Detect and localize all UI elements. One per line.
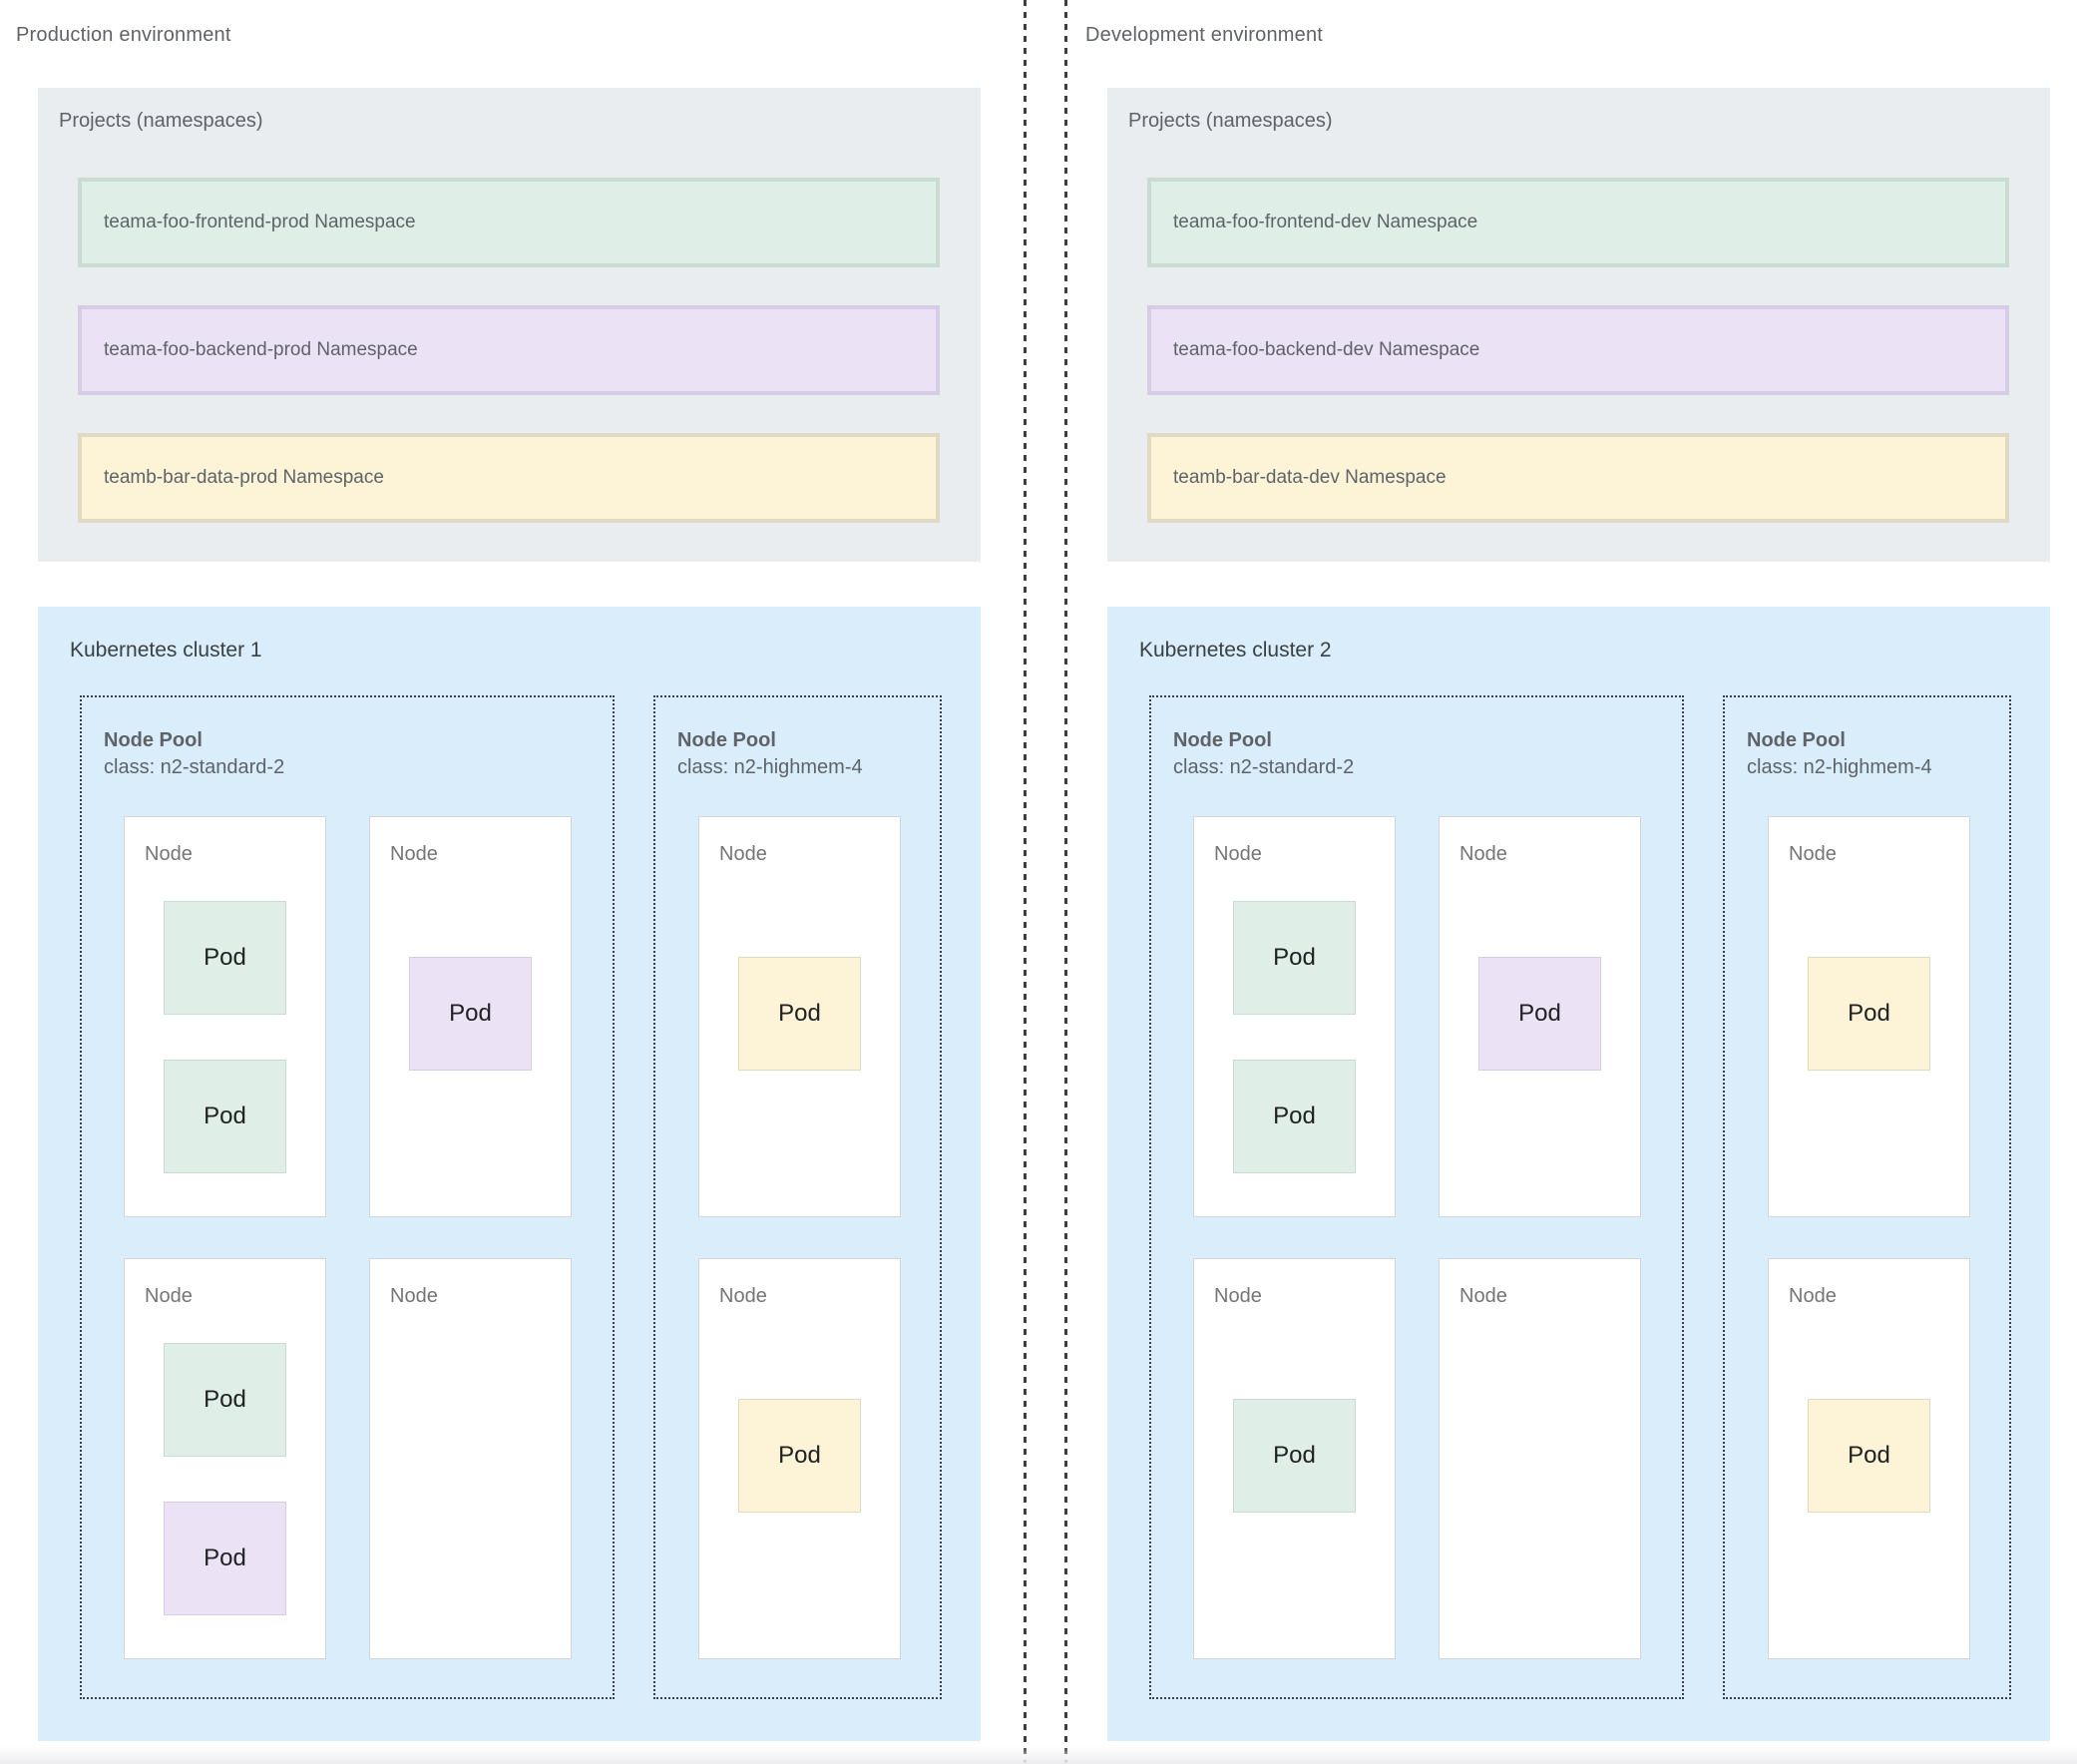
namespace-bar: teama-foo-backend-dev Namespace [1147,305,2009,395]
page-divider-line [1064,0,1067,1764]
node-pool-title: Node Pool [1173,729,1272,751]
node: Node Pod [369,816,572,1217]
node: Node Pod [1768,1258,1970,1659]
namespace-label: teama-foo-frontend-dev Namespace [1173,212,1478,232]
development-environment-panel: Development environment Projects (namesp… [1069,0,2077,1764]
node-label: Node [1214,1285,1262,1307]
node-pool-class: class: n2-highmem-4 [677,756,863,778]
node: Node Pod [698,816,901,1217]
projects-namespaces-box: Projects (namespaces) teama-foo-frontend… [38,88,981,562]
namespace-label: teama-foo-backend-prod Namespace [104,339,418,360]
node: Node Pod Pod [124,816,326,1217]
node-label: Node [1459,1285,1507,1307]
namespace-label: teamb-bar-data-dev Namespace [1173,467,1447,488]
kubernetes-cluster-box: Kubernetes cluster 2 Node Pool class: n2… [1107,607,2050,1741]
namespace-bar: teama-foo-frontend-prod Namespace [78,178,940,267]
namespace-bar: teamb-bar-data-dev Namespace [1147,433,2009,523]
pod: Pod [1478,957,1601,1071]
kubernetes-cluster-box: Kubernetes cluster 1 Node Pool class: n2… [38,607,981,1741]
node-pool-header: Node Pool class: n2-standard-2 [104,727,284,781]
node-label: Node [719,1285,767,1307]
node: Node Pod [698,1258,901,1659]
node-label: Node [1789,843,1837,865]
namespace-label: teamb-bar-data-prod Namespace [104,467,384,488]
pod: Pod [164,1502,286,1615]
node-label: Node [719,843,767,865]
production-environment-panel: Production environment Projects (namespa… [0,0,1038,1764]
node-pool-header: Node Pool class: n2-highmem-4 [1747,727,1932,781]
node-label: Node [1459,843,1507,865]
node-label: Node [1789,1285,1837,1307]
environment-title: Production environment [16,24,231,46]
node: Node [1439,1258,1641,1659]
node: Node Pod Pod [1193,816,1396,1217]
namespace-bar: teama-foo-frontend-dev Namespace [1147,178,2009,267]
node: Node Pod [1768,816,1970,1217]
pod: Pod [164,1060,286,1173]
cluster-title: Kubernetes cluster 1 [70,639,262,662]
node-pool-header: Node Pool class: n2-highmem-4 [677,727,863,781]
projects-label: Projects (namespaces) [59,110,263,132]
namespace-label: teama-foo-frontend-prod Namespace [104,212,416,232]
pod: Pod [164,901,286,1015]
node-label: Node [390,1285,438,1307]
namespace-bar: teamb-bar-data-prod Namespace [78,433,940,523]
node-pool-class: class: n2-standard-2 [104,756,285,778]
cluster-title: Kubernetes cluster 2 [1139,639,1332,662]
projects-label: Projects (namespaces) [1128,110,1333,132]
node-pool: Node Pool class: n2-standard-2 Node Pod … [80,695,615,1699]
node-pool-class: class: n2-highmem-4 [1747,756,1932,778]
pod: Pod [1808,1399,1930,1513]
pod: Pod [164,1343,286,1457]
node: Node Pod [1439,816,1641,1217]
environment-title: Development environment [1085,24,1324,46]
node-pool: Node Pool class: n2-highmem-4 Node Pod N… [653,695,942,1699]
node: Node Pod Pod [124,1258,326,1659]
bottom-edge-shadow [0,1746,2077,1764]
pod: Pod [1808,957,1930,1071]
page-divider-line [1024,0,1027,1764]
node-label: Node [390,843,438,865]
node-pool-title: Node Pool [677,729,776,751]
namespace-bar: teama-foo-backend-prod Namespace [78,305,940,395]
pod: Pod [1233,1399,1356,1513]
node-pool: Node Pool class: n2-standard-2 Node Pod … [1149,695,1684,1699]
pod: Pod [738,1399,861,1513]
node: Node [369,1258,572,1659]
node-pool-header: Node Pool class: n2-standard-2 [1173,727,1354,781]
node-label: Node [1214,843,1262,865]
pod: Pod [738,957,861,1071]
pod: Pod [1233,1060,1356,1173]
node-pool: Node Pool class: n2-highmem-4 Node Pod N… [1723,695,2011,1699]
node-label: Node [145,1285,193,1307]
pod: Pod [1233,901,1356,1015]
node-label: Node [145,843,193,865]
node-pool-title: Node Pool [1747,729,1846,751]
pod: Pod [409,957,532,1071]
node: Node Pod [1193,1258,1396,1659]
namespace-label: teama-foo-backend-dev Namespace [1173,339,1480,360]
node-pool-class: class: n2-standard-2 [1173,756,1355,778]
projects-namespaces-box: Projects (namespaces) teama-foo-frontend… [1107,88,2050,562]
node-pool-title: Node Pool [104,729,203,751]
